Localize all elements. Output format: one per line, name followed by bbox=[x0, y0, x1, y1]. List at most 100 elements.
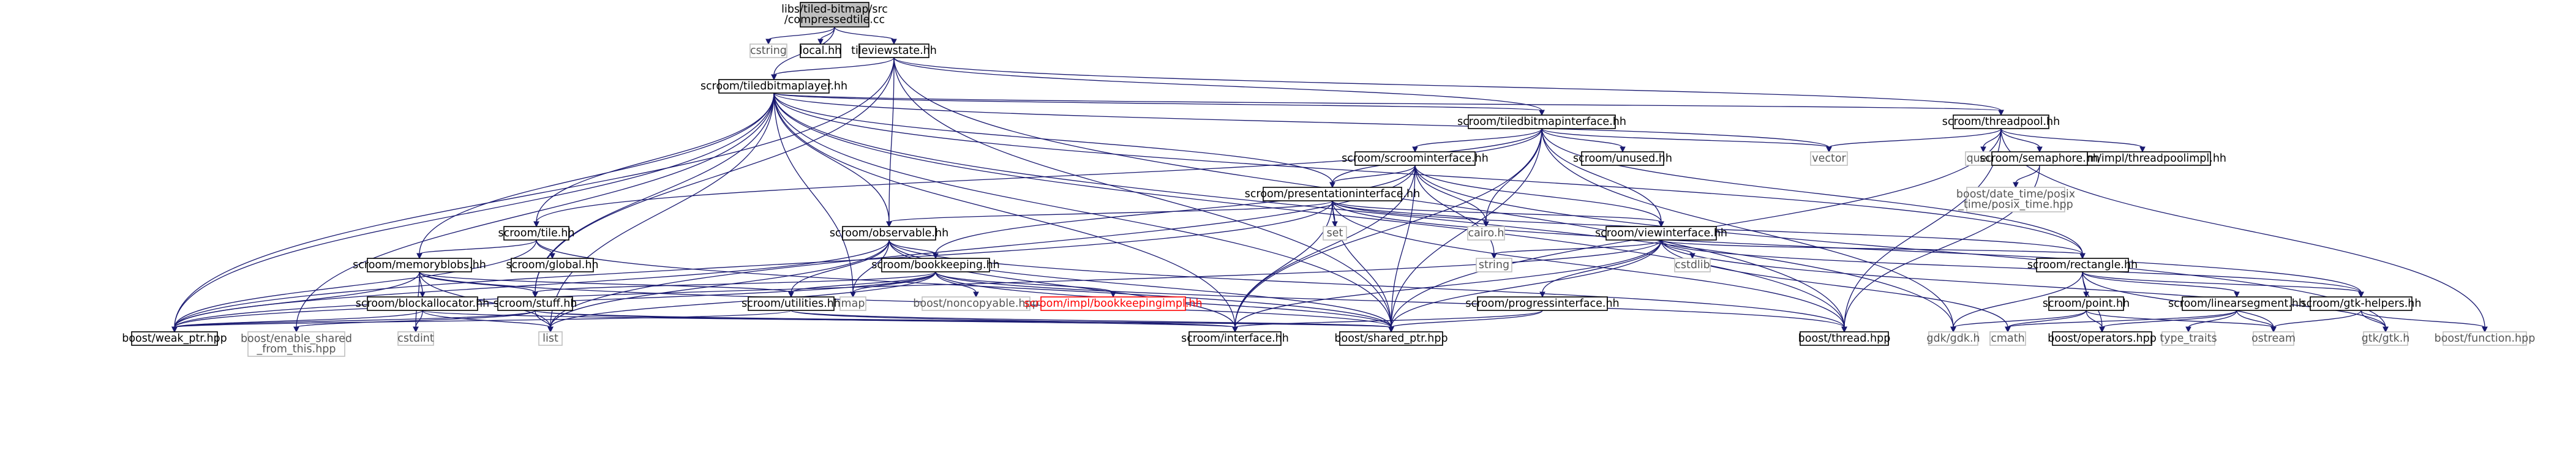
node-label: scroom/gtk-helpers.hh bbox=[2301, 298, 2422, 310]
node-point[interactable]: scroom/point.hh bbox=[2043, 296, 2130, 311]
node-memoryblobs[interactable]: scroom/memoryblobs.hh bbox=[353, 258, 486, 272]
dependency-edge bbox=[2082, 271, 2274, 328]
node-label: boost/function.hpp bbox=[2435, 332, 2536, 345]
node-bookkeepingimpl[interactable]: scroom/impl/bookkeepingimpl.hh bbox=[1024, 296, 1203, 311]
node-tileviewstate[interactable]: tileviewstate.hh bbox=[851, 43, 937, 58]
dependency-edge bbox=[893, 57, 2002, 111]
edge-arrowhead bbox=[850, 291, 856, 298]
dependency-edge bbox=[768, 26, 835, 40]
dependency-edge bbox=[893, 57, 1392, 328]
dependency-edge bbox=[773, 92, 2083, 255]
edge-arrowhead bbox=[1658, 221, 1664, 228]
dependency-edge bbox=[1391, 165, 1416, 328]
node-label: scroom/impl/threadpoolimpl.hh bbox=[2059, 152, 2226, 165]
node-scroominterface[interactable]: scroom/scroominterface.hh bbox=[1342, 151, 1489, 166]
dependency-edge bbox=[550, 239, 890, 328]
node-box bbox=[1966, 187, 2065, 212]
dependency-nodes: libs/tiled-bitmap/src/compressedtile.cc c… bbox=[122, 2, 2536, 357]
edge-arrowhead bbox=[1620, 146, 1626, 153]
node-cstdint: cstdint bbox=[397, 331, 434, 346]
node-observable[interactable]: scroom/observable.hh bbox=[830, 226, 948, 241]
node-tile[interactable]: scroom/tile.hh bbox=[498, 226, 575, 241]
node-blockallocator[interactable]: scroom/blockallocator.hh bbox=[356, 296, 489, 311]
node-tiledbitmapinterface[interactable]: scroom/tiledbitmapinterface.hh bbox=[1457, 114, 1626, 129]
node-semaphore[interactable]: scroom/semaphore.hh bbox=[1980, 151, 2100, 166]
dependency-edge bbox=[773, 92, 890, 223]
dependency-edge bbox=[2273, 310, 2362, 328]
node-unused[interactable]: scroom/unused.hh bbox=[1573, 151, 1672, 166]
node-interface[interactable]: scroom/interface.hh bbox=[1181, 331, 1289, 346]
edge-arrowhead bbox=[413, 326, 419, 333]
node-label: boost/date_time/posix bbox=[1956, 189, 2075, 201]
node-box bbox=[2048, 296, 2124, 311]
node-box bbox=[2036, 258, 2129, 272]
node-function: boost/function.hpp bbox=[2435, 331, 2536, 346]
node-gtkhelpers[interactable]: scroom/gtk-helpers.hh bbox=[2301, 296, 2422, 311]
dependency-edge bbox=[1391, 128, 1542, 328]
node-label: list bbox=[543, 332, 558, 345]
node-label: tileviewstate.hh bbox=[851, 45, 937, 57]
node-label: scroom/unused.hh bbox=[1573, 152, 1672, 165]
node-tiledbitmaplayer[interactable]: scroom/tiledbitmaplayer.hh bbox=[700, 79, 847, 94]
edge-arrowhead bbox=[2037, 146, 2043, 153]
node-thread[interactable]: boost/thread.hpp bbox=[1798, 331, 1891, 346]
edge-arrowhead bbox=[2270, 326, 2277, 333]
dependency-edge bbox=[419, 271, 792, 293]
dependency-edge bbox=[1661, 239, 2386, 328]
dependency-edge bbox=[1414, 128, 1542, 148]
dependency-edge bbox=[893, 57, 1542, 111]
dependency-edge bbox=[1332, 200, 1392, 328]
node-threadpool[interactable]: scroom/threadpool.hh bbox=[1942, 114, 2060, 129]
node-weak-ptr[interactable]: boost/weak_ptr.hpp bbox=[122, 331, 227, 346]
dependency-edge bbox=[1983, 128, 2002, 148]
node-box bbox=[1605, 226, 1717, 241]
node-linearsegment[interactable]: scroom/linearsegment.hh bbox=[2168, 296, 2305, 311]
dependency-edge bbox=[773, 92, 1542, 111]
node-viewinterface[interactable]: scroom/viewinterface.hh bbox=[1595, 226, 1727, 241]
dependency-edge bbox=[174, 200, 1333, 328]
node-box bbox=[2182, 296, 2292, 311]
node-threadpoolimpl[interactable]: scroom/impl/threadpoolimpl.hh bbox=[2059, 151, 2226, 166]
node-utilities[interactable]: scroom/utilities.hh bbox=[742, 296, 841, 311]
dependency-edge bbox=[1391, 310, 1543, 328]
edge-arrowhead bbox=[1539, 291, 1545, 298]
edge-arrowhead bbox=[891, 39, 897, 45]
node-root[interactable]: libs/tiled-bitmap/src/compressedtile.cc bbox=[781, 2, 888, 28]
dependency-edge bbox=[419, 271, 1392, 328]
node-box bbox=[881, 258, 990, 272]
node-box bbox=[1989, 331, 2026, 346]
node-progressinterface[interactable]: scroom/progressinterface.hh bbox=[1465, 296, 1620, 311]
node-box bbox=[1928, 331, 1978, 346]
node-rectangle[interactable]: scroom/rectangle.hh bbox=[2027, 258, 2138, 272]
node-local-hh[interactable]: local.hh bbox=[800, 43, 842, 58]
node-label: cstdlib bbox=[1675, 259, 1710, 271]
node-box bbox=[858, 43, 929, 58]
node-presentationinterface[interactable]: scroom/presentationinterface.hh bbox=[1245, 187, 1420, 201]
node-operators[interactable]: boost/operators.hpp bbox=[2048, 331, 2157, 346]
dependency-edge bbox=[1661, 239, 2083, 255]
node-label: vector bbox=[1812, 152, 1846, 165]
edge-arrowhead bbox=[2099, 326, 2105, 333]
node-bookkeeping[interactable]: scroom/bookkeeping.hh bbox=[871, 258, 1000, 272]
node-cmath: cmath bbox=[1989, 331, 2026, 346]
node-box bbox=[1476, 258, 1512, 272]
edge-arrowhead bbox=[2079, 253, 2086, 260]
node-label: scroom/viewinterface.hh bbox=[1595, 227, 1727, 239]
node-global[interactable]: scroom/global.hh bbox=[506, 258, 599, 272]
dependency-edge bbox=[1541, 128, 1662, 223]
dependency-edges bbox=[171, 26, 2488, 333]
dependency-edge bbox=[550, 92, 775, 328]
node-label: scroom/memoryblobs.hh bbox=[353, 259, 486, 271]
dependency-edge bbox=[888, 239, 1845, 328]
node-cairo: cairo.h bbox=[1467, 226, 1505, 241]
dependency-edge bbox=[535, 271, 936, 293]
node-label: scroom/scroominterface.hh bbox=[1342, 152, 1489, 165]
dependency-edge bbox=[852, 271, 936, 293]
dependency-edge bbox=[1332, 165, 1416, 184]
node-stuff[interactable]: scroom/stuff.hh bbox=[494, 296, 577, 311]
node-shared-ptr[interactable]: boost/shared_ptr.hpp bbox=[1334, 331, 1448, 346]
node-box bbox=[839, 296, 866, 311]
dependency-edge bbox=[2007, 310, 2237, 328]
dependency-edge bbox=[834, 26, 895, 40]
dependency-edge bbox=[1234, 165, 1416, 328]
